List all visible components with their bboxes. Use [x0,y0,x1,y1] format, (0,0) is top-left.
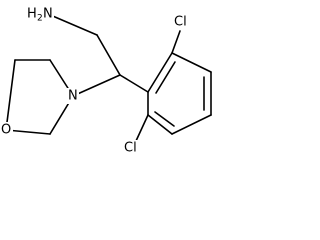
label-bg-cl-bottom [123,140,143,156]
label-bg-nh2 [26,5,54,22]
label-bg-morph-o [0,122,13,138]
bond-ch2-ch [96,34,121,76]
atom-label-nh2-sub: 2 [37,14,43,24]
chemical-structure-diagram: H 2 N N O Cl Cl [0,5,212,156]
atom-label-morph-n: N [68,89,78,104]
bond-cl-top [171,30,181,54]
bond-ring-ipso-orthotop [147,52,173,93]
atom-label-nh2-h: H [27,7,37,22]
label-bg-morph-n [67,88,79,104]
bond-cl-bottom [135,114,149,142]
atom-label-nh2-n: N [43,7,53,22]
label-bg-cl-top [173,14,193,30]
atom-label-morph-o: O [1,123,11,138]
bond-nh2-ch2 [47,13,98,36]
bond-ring-metabottom-orthobottom [147,114,173,135]
atom-label-cl-bottom: Cl [124,141,137,156]
bond-ring-inner-1 [155,61,176,94]
bond-ring-para-metabottom [171,114,212,135]
atom-label-cl-top: Cl [174,15,187,30]
bond-morph-o-c3 [5,129,51,135]
bond-ch-morpholine-n [72,74,121,97]
bond-ch-phenyl [119,74,149,93]
bond-ring-inner-3 [154,111,175,127]
bond-morph-c2-o [5,59,16,131]
bond-ring-orthotop-metatop [171,52,212,73]
